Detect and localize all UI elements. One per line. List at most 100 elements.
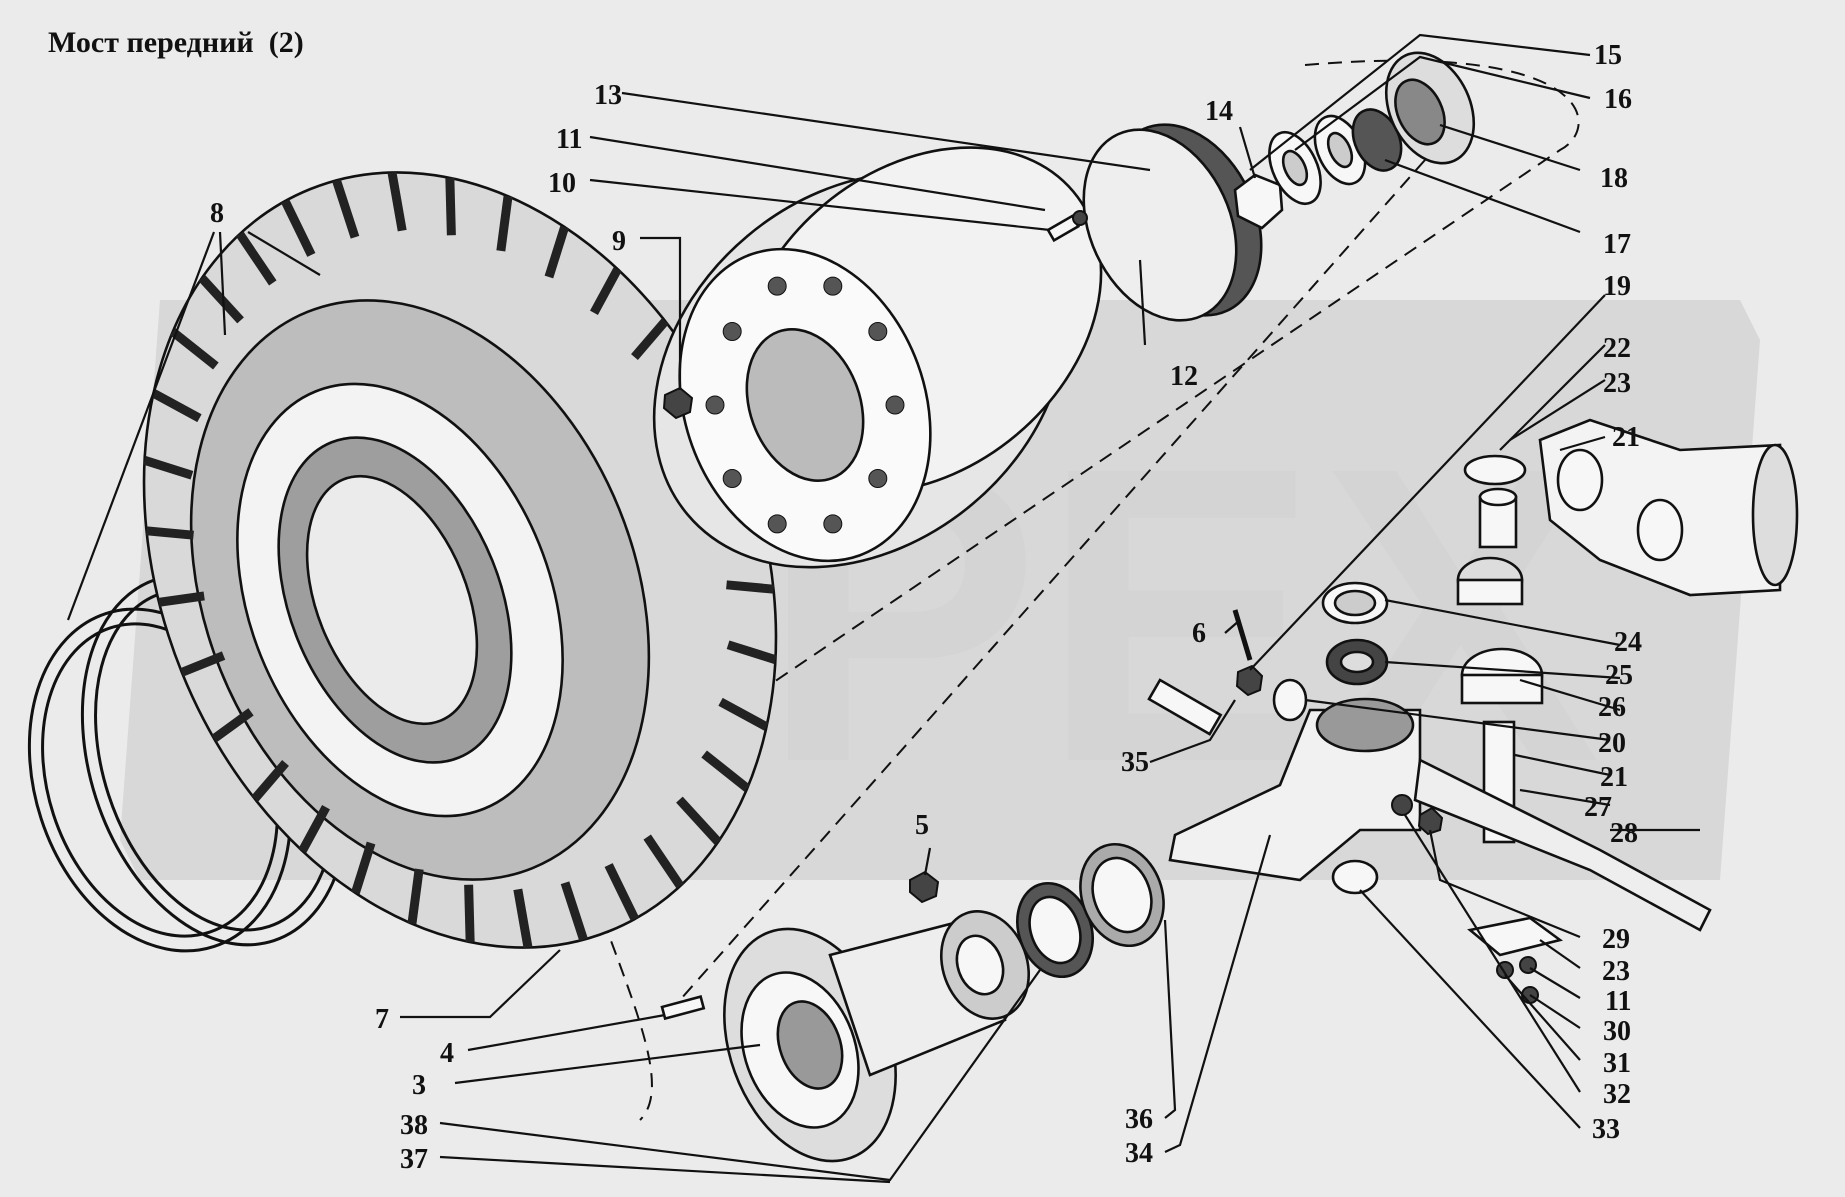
tread-lug [544, 225, 569, 279]
stud-hole [823, 514, 843, 534]
tread-lug [701, 750, 751, 792]
lock-washer [1313, 114, 1367, 186]
callout-10: 10 [548, 168, 576, 199]
callout-22: 22 [1603, 333, 1631, 364]
callout-24: 24 [1614, 627, 1642, 658]
stud-hole [767, 514, 787, 534]
leader-lines [66, 33, 1700, 1184]
callout-26: 26 [1598, 692, 1626, 723]
lower-gasket [1467, 916, 1564, 957]
stud-hole [885, 395, 905, 415]
tread-lug [169, 328, 219, 370]
callout-32: 32 [1603, 1079, 1631, 1110]
tread-lug [464, 884, 475, 943]
tread-lug [281, 199, 316, 257]
tread-lug [560, 881, 588, 942]
knuckle-seal [1331, 859, 1379, 895]
callout-27: 27 [1584, 792, 1612, 823]
bolt [1046, 210, 1088, 243]
thrust-bushing [1460, 647, 1544, 705]
tread-lug [604, 863, 639, 921]
pivot-bushing [1456, 556, 1524, 606]
stud-hole [868, 468, 888, 488]
callout-18: 18 [1600, 163, 1628, 194]
wheel-hub [723, 913, 1007, 1163]
callout-11-lower: 11 [1605, 986, 1631, 1017]
callout-19: 19 [1603, 271, 1631, 302]
tread-lug [726, 640, 777, 664]
callout-5: 5 [915, 810, 929, 841]
callout-37: 37 [400, 1144, 428, 1175]
stud-hole [722, 468, 742, 488]
tread-lug [146, 526, 194, 540]
callout-8: 8 [210, 198, 224, 229]
callout-4: 4 [440, 1038, 454, 1069]
stud-hole [868, 322, 888, 342]
callout-17: 17 [1603, 229, 1631, 260]
callout-7: 7 [375, 1004, 389, 1035]
callout-23-lower: 23 [1602, 956, 1630, 987]
tread-lug [631, 318, 669, 360]
tread-lug [151, 389, 202, 423]
steering-arm [1538, 418, 1799, 597]
wheel-stud-holes [705, 276, 905, 534]
tread-lug [387, 171, 407, 232]
stud-hole [823, 276, 843, 296]
tread-lug [351, 841, 376, 895]
outer-bearing [1384, 51, 1476, 165]
assembly-axis-line-lower [679, 159, 1426, 1001]
callout-9: 9 [612, 226, 626, 257]
callout-25: 25 [1605, 660, 1633, 691]
callout-38: 38 [400, 1110, 428, 1141]
callout-35: 35 [1121, 747, 1149, 778]
gasket-plate [1463, 454, 1527, 486]
tread-lug [407, 868, 424, 925]
callout-21: 21 [1612, 422, 1640, 453]
tread-lug [676, 796, 722, 845]
callout-30: 30 [1603, 1016, 1631, 1047]
callout-21-lower: 21 [1600, 762, 1628, 793]
callout-12: 12 [1170, 361, 1198, 392]
callout-23: 23 [1603, 368, 1631, 399]
callout-3: 3 [412, 1070, 426, 1101]
tread-lug [718, 697, 769, 731]
callout-6: 6 [1192, 618, 1206, 649]
callout-29: 29 [1602, 924, 1630, 955]
callout-36: 36 [1125, 1104, 1153, 1135]
king-pin-sleeve [1478, 487, 1518, 549]
tread-lug [590, 267, 622, 315]
seal-housing [1079, 842, 1165, 948]
callout-13: 13 [594, 80, 622, 111]
callout-11: 11 [556, 124, 582, 155]
callout-20: 20 [1598, 728, 1626, 759]
tread-lug [158, 591, 205, 607]
callout-14: 14 [1205, 96, 1233, 127]
stud-hole [767, 276, 787, 296]
tread-lug [298, 805, 330, 853]
assembly-axis-line [568, 59, 1580, 1121]
inner-bearing [939, 910, 1031, 1020]
tread-lug [211, 708, 254, 743]
tire-tread-lugs [143, 171, 777, 949]
wheel-disc [652, 146, 1103, 569]
tread-lug [251, 760, 289, 802]
tread-lug [513, 888, 533, 949]
stud-hole [722, 322, 742, 342]
stud-hole [705, 395, 725, 415]
knuckle-plug [1391, 794, 1444, 836]
hub-stud [660, 995, 706, 1021]
callout-16: 16 [1604, 84, 1632, 115]
tread-lug [332, 178, 360, 239]
steering-knuckle [1168, 697, 1712, 932]
kingpin-nut [1235, 664, 1264, 697]
tread-lug [198, 275, 244, 324]
callout-31: 31 [1603, 1048, 1631, 1079]
cotter-pin [1232, 609, 1253, 661]
tread-lug [236, 231, 277, 286]
tread-lug [180, 651, 226, 677]
page-title: Мост передний (2) [48, 26, 304, 59]
callout-15: 15 [1594, 40, 1622, 71]
tread-lug [496, 195, 513, 252]
tread-lug [726, 580, 774, 594]
